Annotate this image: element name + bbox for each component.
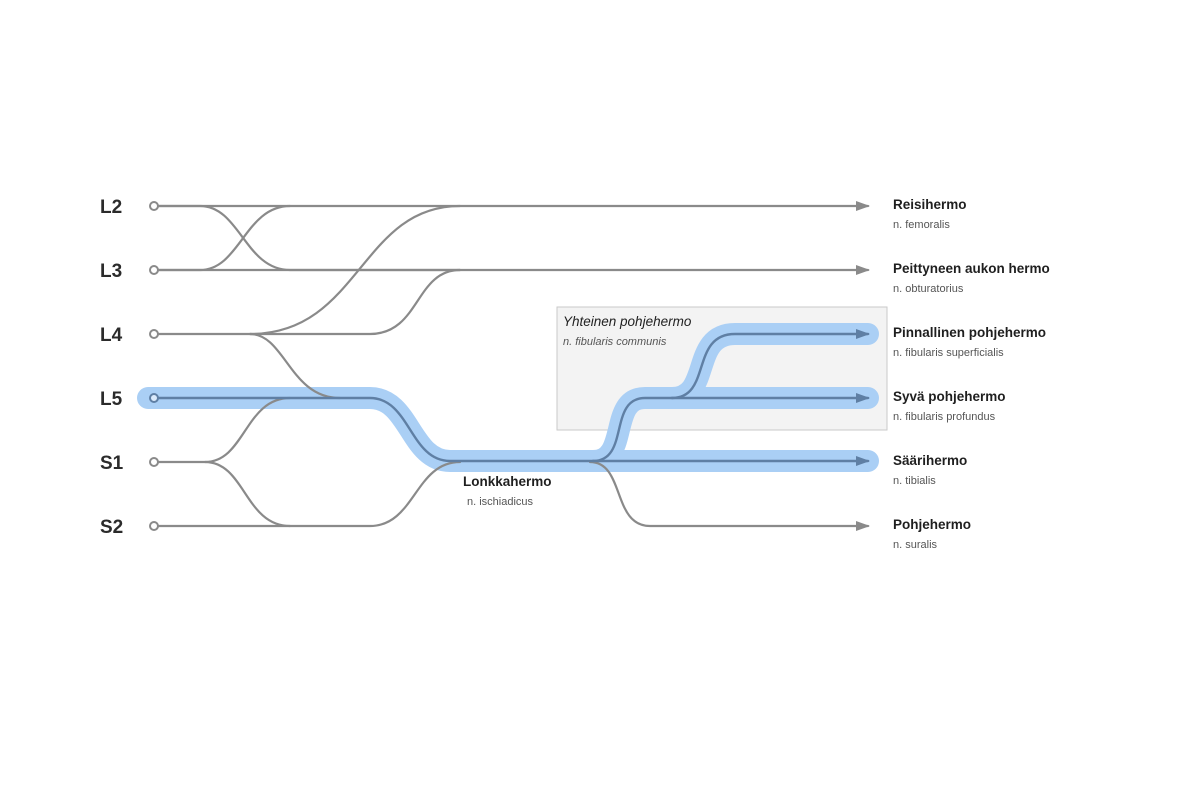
hl-l5-to-sciatic: [153, 396, 595, 463]
sciatic-latin-name: n. ischiadicus: [467, 496, 534, 508]
target-name: Reisihermo: [893, 197, 967, 212]
root-label: S2: [100, 517, 123, 538]
target-latin-name: n. fibularis profundus: [893, 411, 996, 423]
root-label: L2: [100, 197, 122, 218]
common-fibular-latin-name: n. fibularis communis: [563, 336, 667, 348]
root-origin-dot: [149, 265, 159, 275]
target-deep-fibular: Syvä pohjehermo n. fibularis profundus: [893, 389, 1006, 423]
nerve-lines: [153, 201, 870, 531]
root-origin-dot: [149, 457, 159, 467]
hl-sciatic-to-common-fibular: [591, 396, 674, 463]
sciatic-name: Lonkkahermo: [463, 474, 552, 489]
root-S1: S1: [100, 453, 159, 474]
target-name: Pohjehermo: [893, 517, 971, 532]
common-fibular-name: Yhteinen pohjehermo: [563, 314, 692, 329]
nerve-s1-s2-join: [203, 460, 292, 528]
root-S2: S2: [100, 517, 159, 538]
target-latin-name: n. obturatorius: [893, 283, 964, 295]
nerve-l3-femoral: [153, 204, 292, 272]
root-origin-dot: [149, 521, 159, 531]
nerve-l2-obturator: [153, 204, 462, 272]
target-name: Peittyneen aukon hermo: [893, 261, 1050, 276]
common-fibular-label: Yhteinen pohjehermo n. fibularis communi…: [563, 314, 692, 348]
root-label: L3: [100, 261, 122, 282]
nerve-s2-sciatic: [153, 460, 462, 528]
nerve-l4-obturator: [248, 268, 462, 336]
nerve-s1-sciatic: [153, 396, 292, 464]
target-name: Pinnallinen pohjehermo: [893, 325, 1046, 340]
target-femoral: Reisihermo n. femoralis: [893, 197, 967, 231]
nerve-l4-femoral: [153, 204, 462, 336]
nerve-l4-sciatic: [248, 332, 342, 400]
root-L2: L2: [100, 197, 159, 218]
target-name: Säärihermo: [893, 453, 967, 468]
root-L3: L3: [100, 261, 159, 282]
glow-l5-to-sciatic: [137, 387, 604, 472]
target-latin-name: n. tibialis: [893, 475, 936, 487]
target-obturator: Peittyneen aukon hermo n. obturatorius: [893, 261, 1050, 295]
target-latin-name: n. suralis: [893, 539, 938, 551]
target-tibial: Säärihermo n. tibialis: [893, 453, 967, 487]
root-origin-dot: [149, 329, 159, 339]
root-L4: L4: [100, 325, 159, 346]
highlight-lines: [153, 329, 870, 466]
root-label: L4: [100, 325, 123, 346]
sciatic-nerve-label: Lonkkahermo n. ischiadicus: [463, 474, 552, 508]
target-superficial-fibular: Pinnallinen pohjehermo n. fibularis supe…: [893, 325, 1046, 359]
target-sural: Pohjehermo n. suralis: [893, 517, 971, 551]
hl-to-superficial-fibular: [670, 329, 870, 400]
target-latin-name: n. fibularis superficialis: [893, 347, 1004, 359]
root-label: S1: [100, 453, 124, 474]
nerve-sciatic-sural: [588, 460, 870, 531]
root-label: L5: [100, 389, 123, 410]
target-name: Syvä pohjehermo: [893, 389, 1006, 404]
root-origin-dot: [149, 201, 159, 211]
root-L5: L5: [100, 389, 159, 410]
root-origin-dot: [149, 393, 159, 403]
target-latin-name: n. femoralis: [893, 219, 950, 231]
